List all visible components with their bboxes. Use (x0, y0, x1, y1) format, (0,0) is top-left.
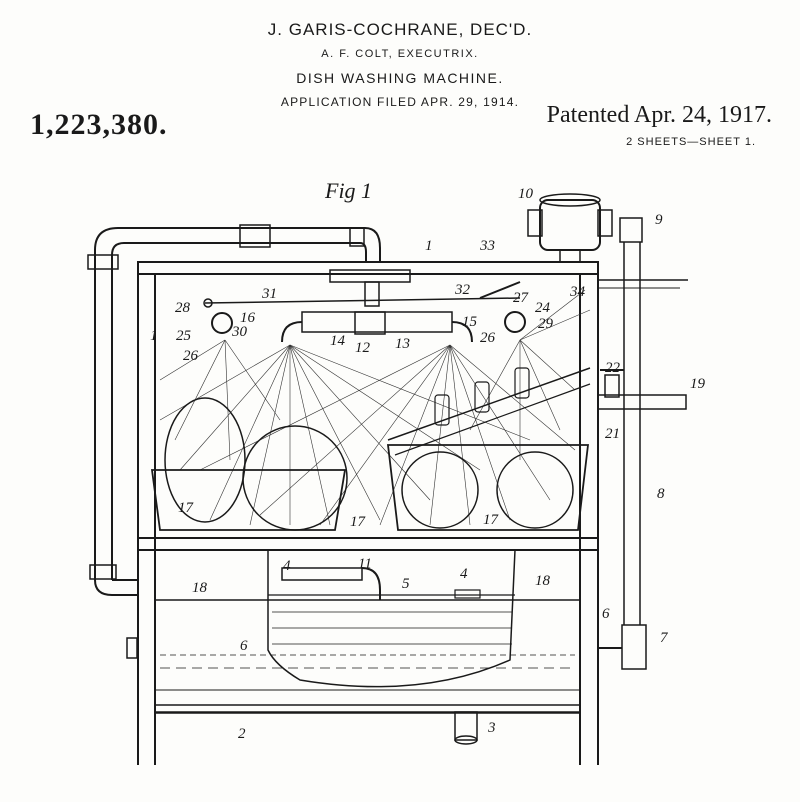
ref-label: 4 (283, 558, 291, 574)
ref-label: 1 (425, 238, 433, 254)
ref-label: 30 (231, 324, 248, 340)
sheet-count: 2 SHEETS—SHEET 1. (626, 136, 756, 148)
supply-pipe (87, 224, 381, 596)
executrix-line: A. F. COLT, EXECUTRIX. (321, 48, 479, 60)
patented-date: Patented Apr. 24, 1917. (546, 102, 772, 128)
ref-label: 5 (402, 576, 410, 592)
spray-header (203, 269, 526, 343)
ref-label: 11 (358, 556, 372, 572)
ref-label: 19 (690, 376, 706, 392)
ref-label: 1 (150, 328, 158, 344)
ref-label: 24 (535, 300, 551, 316)
ref-label: 17 (483, 512, 500, 528)
ref-label: 16 (240, 310, 256, 326)
ref-label: 17 (350, 514, 367, 530)
ref-label: 17 (178, 500, 195, 516)
ref-label: 8 (657, 486, 665, 502)
ref-label: 31 (261, 286, 277, 302)
ref-label: 4 (460, 566, 468, 582)
motor (527, 193, 613, 262)
drive-belt (126, 217, 688, 670)
application-filed: APPLICATION FILED APR. 29, 1914. (280, 95, 520, 109)
ref-label: 27 (513, 290, 530, 306)
ref-label: 34 (569, 284, 586, 300)
inventor-name: J. GARIS-COCHRANE, DEC'D. (267, 20, 533, 39)
ref-label: 18 (535, 573, 551, 589)
spray-jets (159, 289, 591, 526)
ref-label: 26 (183, 348, 199, 364)
ref-label: 6 (240, 638, 248, 654)
ref-label: 2 (238, 726, 246, 742)
machine-frame (137, 261, 599, 765)
dish-rack-right (386, 367, 591, 531)
ref-label: 12 (355, 340, 371, 356)
dish-rack-left (150, 397, 348, 531)
ref-label: 13 (395, 336, 410, 352)
ref-label: 10 (518, 186, 534, 202)
ref-label: 3 (487, 720, 496, 736)
pump-reservoir (267, 549, 516, 688)
ref-label: 32 (454, 282, 471, 298)
ref-label: 15 (462, 314, 478, 330)
figure-caption: Fig 1 (324, 178, 372, 203)
ref-label: 22 (605, 360, 621, 376)
patent-number: 1,223,380. (30, 108, 168, 141)
ref-label: 25 (176, 328, 192, 344)
ref-label: 26 (480, 330, 496, 346)
ref-label: 14 (330, 333, 346, 349)
ref-label: 33 (479, 238, 495, 254)
ref-label: 28 (175, 300, 191, 316)
ref-label: 7 (660, 630, 669, 646)
inlet-pipe (597, 369, 687, 410)
ref-label: 6 (602, 606, 610, 622)
drain-pipe (454, 711, 478, 745)
ref-label: 21 (605, 426, 620, 442)
ref-label: 9 (655, 212, 663, 228)
reference-labels: 10 9 1 33 31 28 32 27 24 34 16 15 29 25 … (150, 186, 706, 742)
ref-label: 18 (192, 580, 208, 596)
patent-title: DISH WASHING MACHINE. (296, 70, 504, 86)
ref-label: 29 (538, 316, 554, 332)
